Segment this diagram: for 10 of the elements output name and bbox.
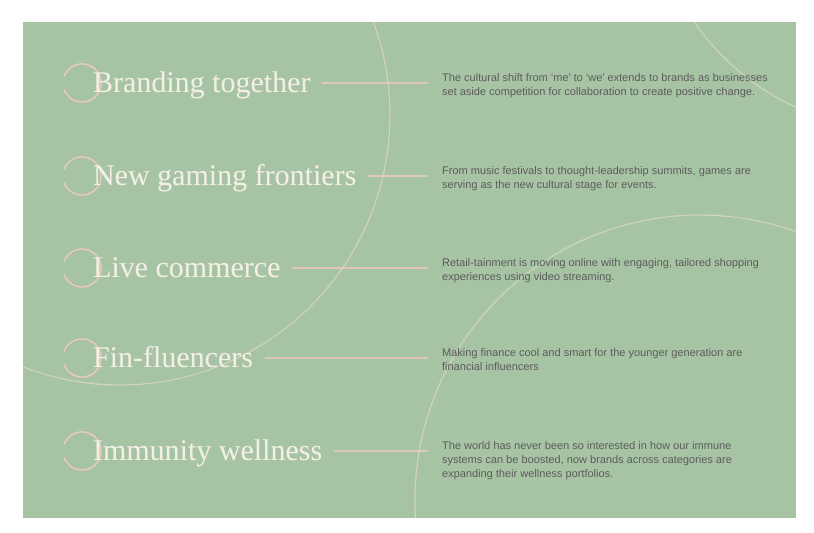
topic-description: Making finance cool and smart for the younger generation are financial influencers (428, 346, 772, 374)
connector-line (334, 450, 428, 452)
topic-description: The world has never been so interested in how our immune systems can be boosted, now brands across categories are expanding their wellness portfolios. (428, 439, 772, 481)
connector-line (368, 175, 428, 177)
connector-line (265, 357, 428, 359)
topic-description: Retail-tainment is moving online with engaging, tailored shopping experiences using video streaming. (428, 256, 772, 284)
topic-description: The cultural shift from ‘me’ to ‘we’ extends to brands as businesses set aside competition for collaboration to create positive change. (428, 71, 772, 99)
topic-description: From music festivals to thought-leadership summits, games are serving as the new cultural stage for events. (428, 164, 772, 192)
connector-line (322, 82, 428, 84)
connector-line (292, 267, 428, 269)
